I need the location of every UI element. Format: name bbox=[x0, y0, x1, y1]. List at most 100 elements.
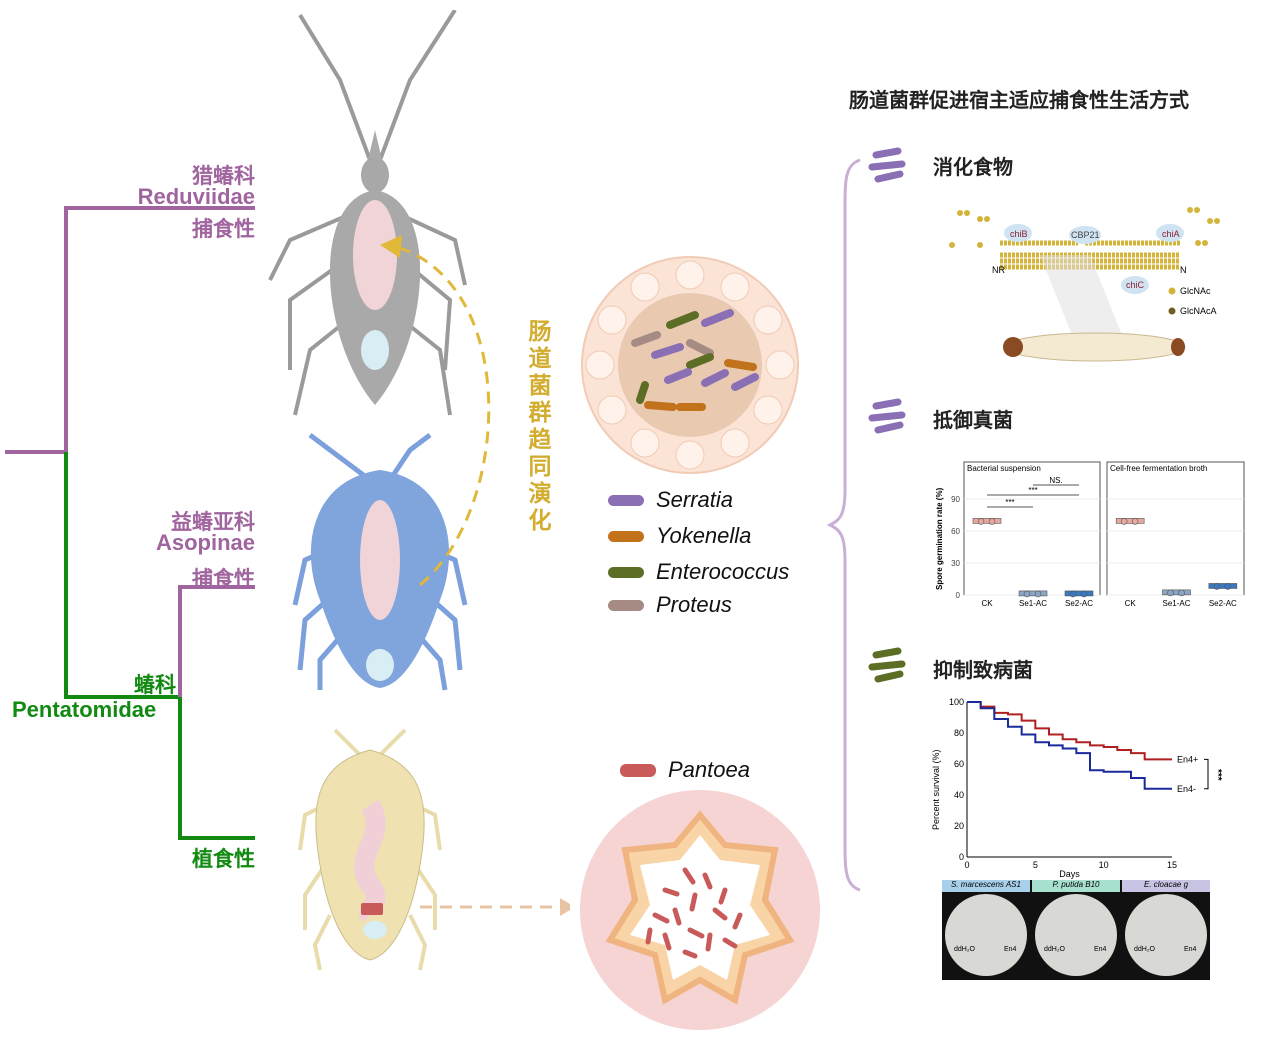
reduviidae-latin: Reduviidae bbox=[137, 184, 255, 209]
box bbox=[972, 518, 1002, 524]
chitin-degradation-diagram: chiB CBP21 chiA chiC NR N GlcNAc GlcNAcA bbox=[949, 207, 1220, 362]
panel-title: 肠道菌群促进宿主适应捕食性生活方式 bbox=[849, 90, 1189, 112]
proteus-swatch bbox=[608, 599, 644, 611]
y-tick-label: 20 bbox=[954, 821, 964, 831]
plate-title: S. marcescens AS1 bbox=[942, 880, 1030, 892]
chain-end-label: N bbox=[1180, 265, 1187, 275]
yokenella-swatch bbox=[608, 530, 644, 542]
panel-frame bbox=[963, 461, 1101, 596]
survival-curve-En4- bbox=[967, 701, 1172, 790]
x-tick-label: 10 bbox=[1099, 860, 1109, 870]
asopinae-cn: 益蝽亚科 bbox=[171, 511, 255, 534]
asopinae-bug-illustration bbox=[292, 433, 468, 691]
plate-1: S. marcescens AS1 ddH₂O En4 bbox=[942, 880, 1030, 980]
plate-label: En4 bbox=[1184, 946, 1197, 953]
significance-label: *** bbox=[1028, 486, 1037, 495]
herbivorous-stinkbug-illustration bbox=[298, 728, 442, 971]
section-resist-fungi: 抵御真菌 bbox=[933, 410, 1013, 432]
plate-label: En4 bbox=[1004, 946, 1017, 953]
plate-label: ddH₂O bbox=[1134, 946, 1156, 953]
legend-item-yokenella: Yokenella bbox=[608, 519, 751, 553]
glcnaca-legend: GlcNAcA bbox=[1180, 306, 1217, 316]
plate-label: ddH₂O bbox=[954, 946, 976, 953]
pantoea-swatch bbox=[620, 763, 656, 777]
box bbox=[1208, 583, 1238, 589]
y-axis-label: Spore germination rate (%) bbox=[935, 487, 944, 590]
legend-label: Yokenella bbox=[656, 523, 752, 548]
asopinae-latin: Asopinae bbox=[155, 530, 255, 555]
x-tick-label: 0 bbox=[964, 860, 969, 870]
y-tick-label: 90 bbox=[951, 495, 960, 504]
arrow-head-icon bbox=[560, 898, 570, 916]
data-point bbox=[1120, 518, 1128, 525]
tree-branch-reduviidae bbox=[5, 206, 255, 454]
convergence-arrows bbox=[380, 235, 570, 916]
arrow-head-icon bbox=[380, 235, 402, 258]
enterococcus-swatch bbox=[608, 566, 644, 578]
tree-branch-herbivore bbox=[178, 697, 255, 840]
legend-label: Pantoea bbox=[668, 757, 750, 782]
asopinae-diet: 捕食性 bbox=[192, 568, 255, 591]
plate-title: P. putida B10 bbox=[1032, 880, 1120, 892]
enzyme-label: chiA bbox=[1162, 229, 1180, 239]
chain-end-label: NR bbox=[992, 265, 1005, 275]
survival-curve-En4+ bbox=[967, 701, 1172, 761]
y-tick-label: 30 bbox=[951, 559, 960, 568]
data-point bbox=[1131, 518, 1139, 525]
gut-illustration bbox=[360, 500, 400, 620]
predator-gut-microbiota bbox=[581, 256, 799, 474]
x-tick-label: 5 bbox=[1033, 860, 1038, 870]
data-point bbox=[1023, 590, 1031, 598]
plate-2: P. putida B10 ddH₂O En4 bbox=[1032, 880, 1120, 980]
significance-bracket bbox=[1204, 758, 1209, 790]
legend-label: Serratia bbox=[656, 487, 734, 512]
glcnac-legend: GlcNAc bbox=[1180, 286, 1211, 296]
x-tick-label: Se1-AC bbox=[1162, 599, 1190, 608]
series-label: En4- bbox=[1177, 784, 1196, 794]
data-point bbox=[1224, 583, 1232, 590]
data-point bbox=[1034, 590, 1042, 598]
agar-plates: S. marcescens AS1 ddH₂O En4 P. putida B10 d… bbox=[942, 880, 1210, 980]
x-tick-label: Se1-AC bbox=[1019, 599, 1047, 608]
y-tick-label: 80 bbox=[954, 728, 964, 738]
panel-title: Bacterial suspension bbox=[967, 464, 1041, 473]
curly-brace bbox=[826, 158, 861, 892]
x-tick-label: Se2-AC bbox=[1065, 599, 1093, 608]
enzyme-label: CBP21 bbox=[1071, 230, 1100, 240]
significance-label: NS. bbox=[1049, 476, 1062, 485]
serratia-bacteria-icon bbox=[868, 398, 906, 434]
data-point bbox=[1080, 590, 1088, 598]
plate-label: ddH₂O bbox=[1044, 946, 1066, 953]
plate-title: E. cloacae g bbox=[1122, 880, 1210, 892]
plate-label: En4 bbox=[1094, 946, 1107, 953]
legend-item-pantoea: Pantoea bbox=[620, 753, 750, 787]
legend-label: Proteus bbox=[656, 592, 732, 617]
x-tick-label: Se2-AC bbox=[1209, 599, 1237, 608]
data-point bbox=[988, 518, 996, 525]
reduviidae-cn: 猎蝽科 bbox=[192, 165, 255, 188]
section-digest-food: 消化食物 bbox=[933, 157, 1013, 179]
herbivore-gut-microbiota bbox=[580, 790, 820, 1030]
gut-illustration bbox=[353, 200, 397, 310]
herbivore-diet: 植食性 bbox=[192, 848, 255, 871]
pentatomidae-latin: Pentatomidae bbox=[12, 697, 157, 722]
y-tick-label: 100 bbox=[949, 697, 964, 707]
panel-frame bbox=[1106, 461, 1245, 596]
tree-branch-pentatomidae bbox=[64, 452, 180, 699]
x-tick-label: CK bbox=[1125, 599, 1137, 608]
box bbox=[1018, 590, 1048, 597]
legend-item-proteus: Proteus bbox=[608, 588, 732, 622]
phylogenetic-tree bbox=[5, 206, 255, 840]
reduviidae-diet: 捕食性 bbox=[192, 218, 255, 241]
series-label: En4+ bbox=[1177, 754, 1198, 764]
pentatomidae-cn: 蝽科 bbox=[134, 674, 176, 697]
panel-title: Cell-free fermentation broth bbox=[1110, 464, 1207, 473]
y-tick-label: 0 bbox=[959, 852, 964, 862]
legend-label: Enterococcus bbox=[656, 559, 790, 584]
enzyme-label: chiB bbox=[1010, 229, 1028, 239]
box bbox=[1064, 590, 1094, 597]
section-inhibit-pathogens: 抑制致病菌 bbox=[933, 660, 1033, 682]
data-point bbox=[1178, 589, 1185, 597]
